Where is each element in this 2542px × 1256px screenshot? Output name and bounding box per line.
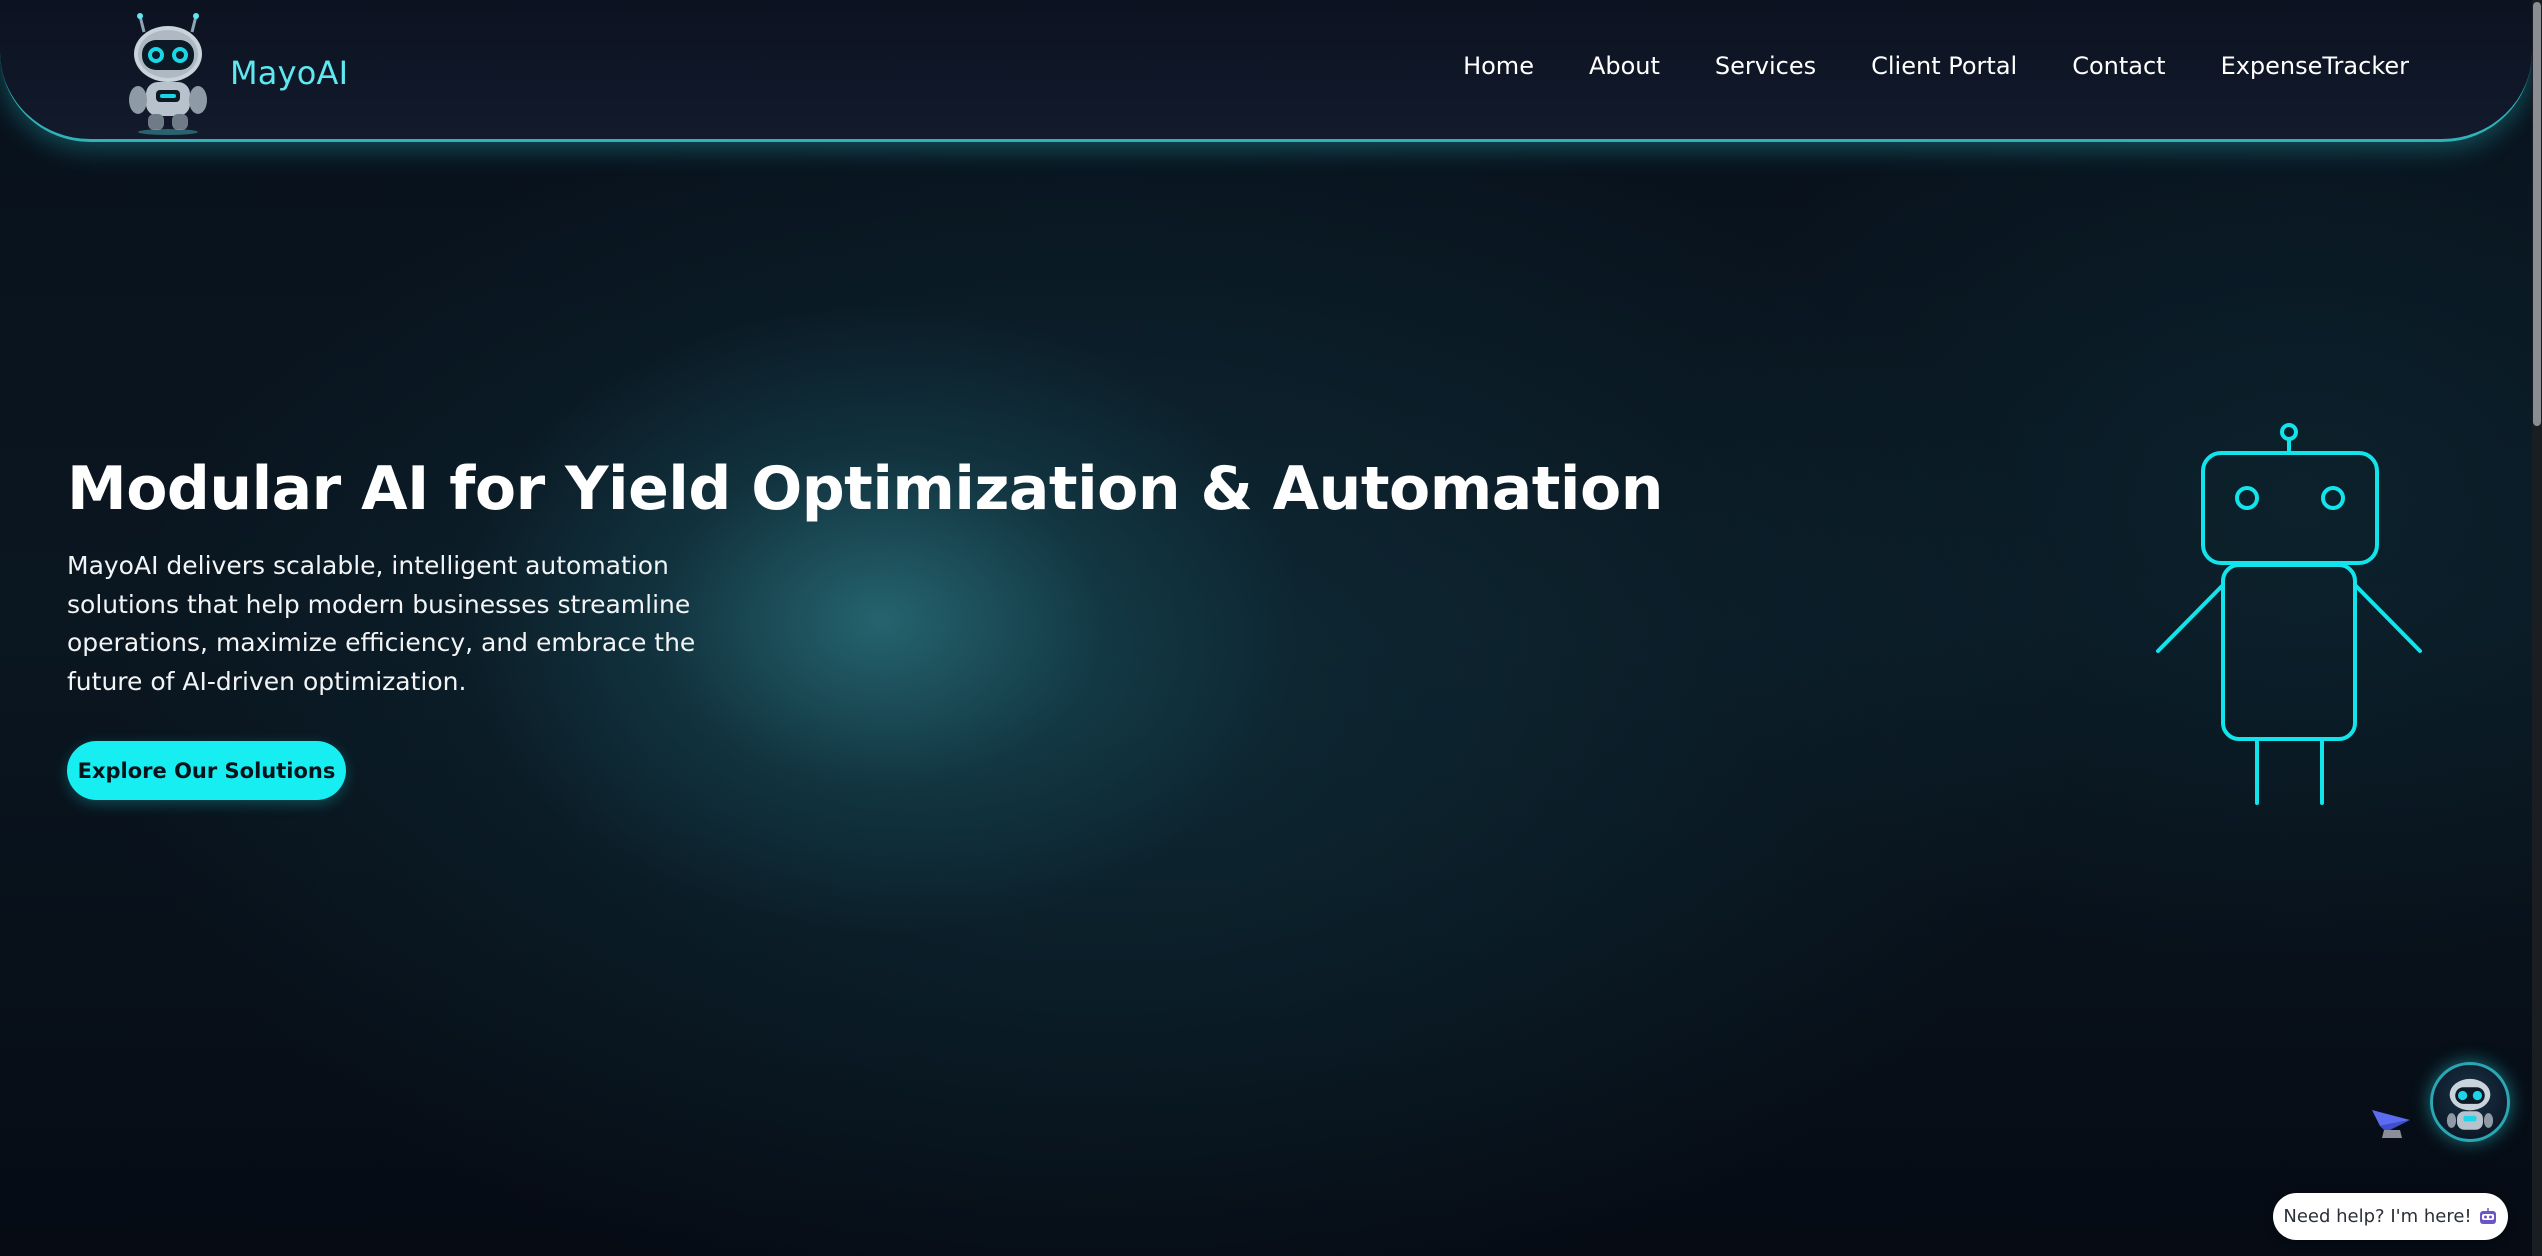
explore-solutions-button[interactable]: Explore Our Solutions	[67, 741, 346, 800]
robot-mascot-icon	[2446, 1078, 2494, 1130]
hero-description: MayoAI delivers scalable, intelligent au…	[67, 551, 696, 696]
brand-name: MayoAI	[230, 54, 349, 92]
chat-avatar-button[interactable]	[2430, 1062, 2510, 1142]
navbar: MayoAI Home About Services Client Portal…	[0, 0, 2532, 142]
nav-expense-tracker[interactable]: ExpenseTracker	[2220, 52, 2409, 80]
scrollbar-track[interactable]	[2532, 0, 2542, 1256]
help-bubble[interactable]: Need help? I'm here!	[2273, 1193, 2508, 1240]
help-text: Need help? I'm here!	[2283, 1206, 2472, 1227]
main-nav: Home About Services Client Portal Contac…	[1408, 52, 2409, 80]
nav-services[interactable]: Services	[1714, 52, 1817, 80]
scrollbar-thumb[interactable]	[2533, 2, 2541, 426]
nav-contact[interactable]: Contact	[2072, 52, 2166, 80]
nav-home[interactable]: Home	[1463, 52, 1534, 80]
robot-face-emoji-icon	[2479, 1207, 2496, 1224]
nav-client-portal[interactable]: Client Portal	[1871, 52, 2018, 80]
nav-about[interactable]: About	[1588, 52, 1660, 80]
hero-title: Modular AI for Yield Optimization & Auto…	[67, 454, 1663, 524]
paper-plane-icon[interactable]	[2370, 1104, 2412, 1140]
line-robot-icon	[2156, 423, 2422, 805]
brand[interactable]: MayoAI	[122, 10, 348, 136]
robot-mascot-icon	[129, 13, 207, 135]
